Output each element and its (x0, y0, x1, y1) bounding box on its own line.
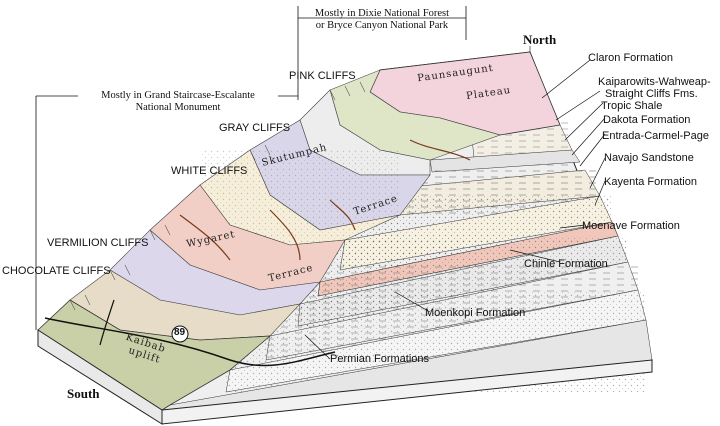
navajo-sandstone-label: Navajo Sandstone (604, 152, 694, 164)
south-label: South (67, 386, 100, 401)
dixie-extent-line1: Mostly in Dixie National Forest (314, 8, 450, 19)
permian-formations-label: Permian Formations (330, 353, 430, 365)
kaibab-fault (99, 299, 115, 346)
vermilion-cliffs-label: VERMILION CLIFFS (47, 237, 149, 249)
route-89-number: 89 (174, 327, 186, 338)
gray-cliffs-label: GRAY CLIFFS (219, 122, 291, 134)
kaiparowits-label-line2: Straight Cliffs Fms. (605, 88, 698, 100)
kayenta-formation-label: Kayenta Formation (604, 176, 697, 188)
white-cliffs-label: WHITE CLIFFS (171, 165, 248, 177)
grand-staircase-extent-line1: Mostly in Grand Staircase-Escalante (101, 90, 255, 101)
pink-cliffs-label: PINK CLIFFS (289, 70, 356, 82)
kaiparowits-label-line1: Kaiparowits-Wahweap- (598, 76, 711, 88)
grand-staircase-extent-line2: National Monument (135, 102, 221, 113)
route-89-shield (171, 325, 189, 343)
highway-89-line (44, 317, 336, 367)
moenkopi-formation-label: Moenkopi Formation (425, 307, 526, 319)
tropic-shale-label: Tropic Shale (601, 100, 663, 112)
claron-formation-label: Claron Formation (588, 52, 673, 64)
cliff-hachures (69, 81, 366, 311)
leader-lines (304, 59, 606, 360)
chocolate-cliffs-label: CHOCOLATE CLIFFS (2, 265, 111, 277)
dixie-extent-caption: Mostly in Dixie National Forest or Bryce… (302, 8, 462, 32)
chinle-formation-label: Chinle Formation (524, 258, 608, 270)
block-bottom-edge (161, 359, 653, 425)
drainage-lines (179, 139, 471, 261)
north-label: North (523, 32, 557, 47)
grand-staircase-extent-caption: Mostly in Grand Staircase-Escalante Nati… (78, 90, 278, 114)
dakota-formation-label: Dakota Formation (603, 114, 691, 126)
moenave-formation-label: Moenave Formation (582, 220, 680, 232)
entrada-carmel-page-label: Entrada-Carmel-Page (602, 130, 709, 142)
tropic-band (429, 149, 581, 173)
dixie-extent-line2: or Bryce Canyon National Park (315, 20, 449, 31)
